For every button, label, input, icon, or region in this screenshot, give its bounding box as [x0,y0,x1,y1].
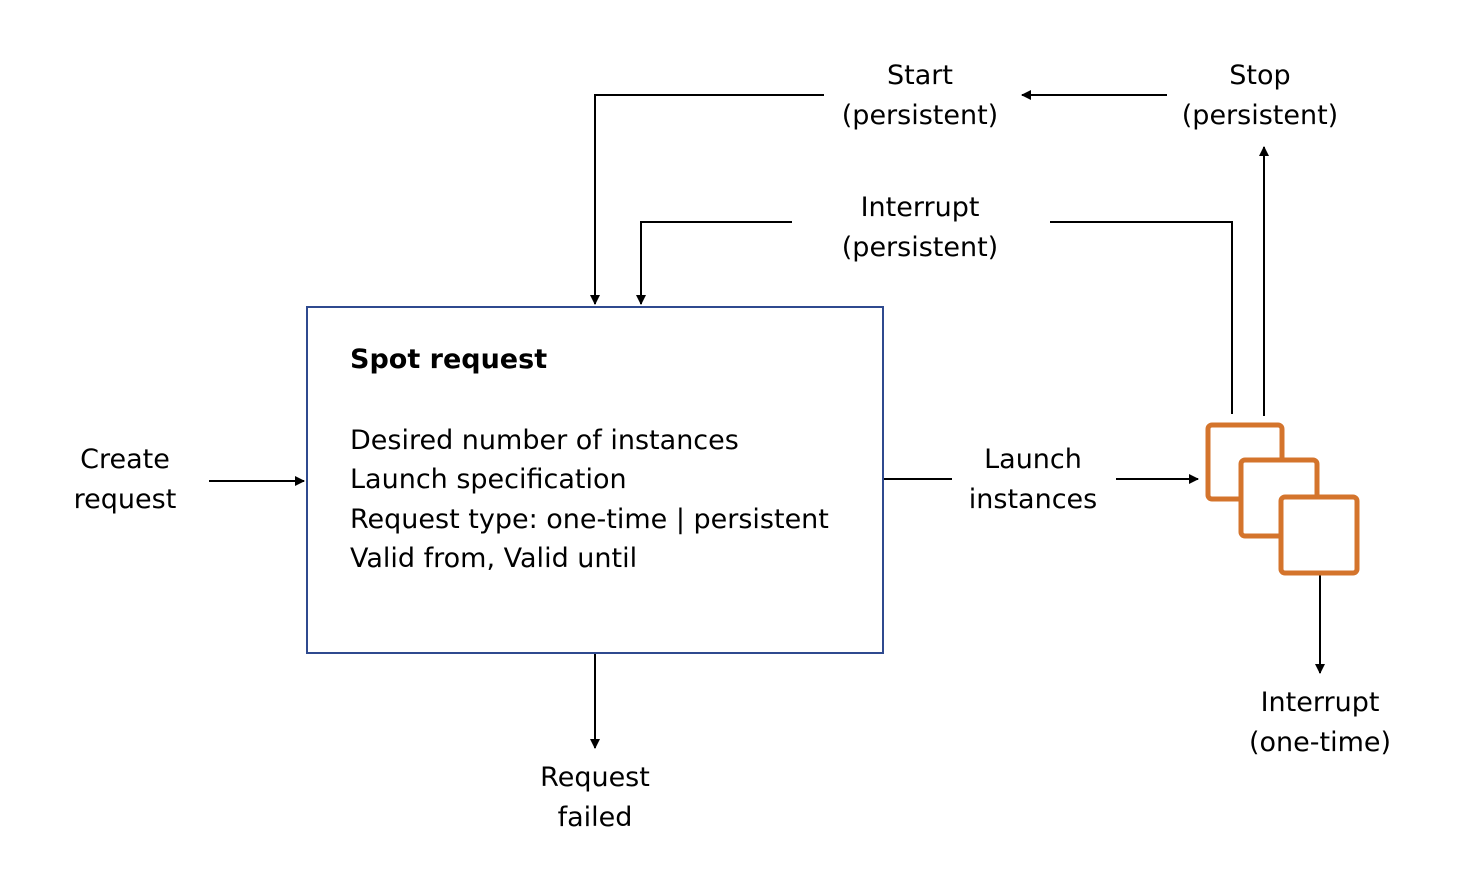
start-persistent-label: Start (persistent) [841,60,999,131]
start-persistent-arrow [590,94,824,305]
request-failed-label: Request failed [540,762,650,833]
attribute-validity: Valid from, Valid until [350,543,638,574]
create-request-label: Create request [73,444,177,515]
stop-persistent-label: Stop (persistent) [1181,60,1339,131]
attribute-launch-specification: Launch specification [350,464,627,495]
spot-request-content: Spot request Desired number of instances… [350,340,829,579]
interrupt-persistent-arrow [636,221,792,305]
interrupt-one-time-label: Interrupt (one-time) [1248,687,1392,758]
interrupt-persistent-label: Interrupt (persistent) [841,192,999,263]
attribute-desired-number: Desired number of instances [350,424,739,456]
spot-request-title: Spot request [350,344,548,375]
spot-request-box [306,306,884,654]
stacked-instances-icon [1205,422,1360,576]
launch-instances-label: Launch instances [968,444,1098,515]
attribute-request-type: Request type: one-time | persistent [350,503,829,535]
instances-to-interrupt-persistent-line [1050,221,1233,414]
